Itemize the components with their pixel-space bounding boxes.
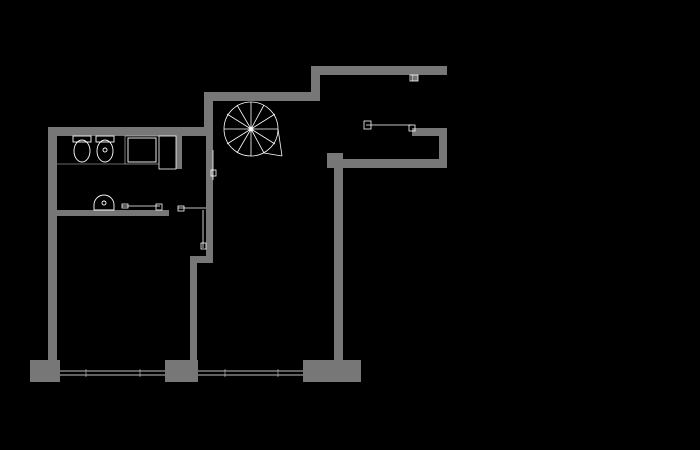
bathroom-partition	[57, 135, 182, 216]
exterior-walls	[30, 66, 447, 382]
toilet	[72, 135, 92, 163]
interior-doors	[121, 74, 419, 250]
window-openings	[60, 369, 303, 377]
shower-tray	[127, 137, 157, 163]
spiral-staircase	[223, 101, 283, 157]
bidet	[95, 135, 115, 163]
washbasin	[93, 194, 115, 211]
